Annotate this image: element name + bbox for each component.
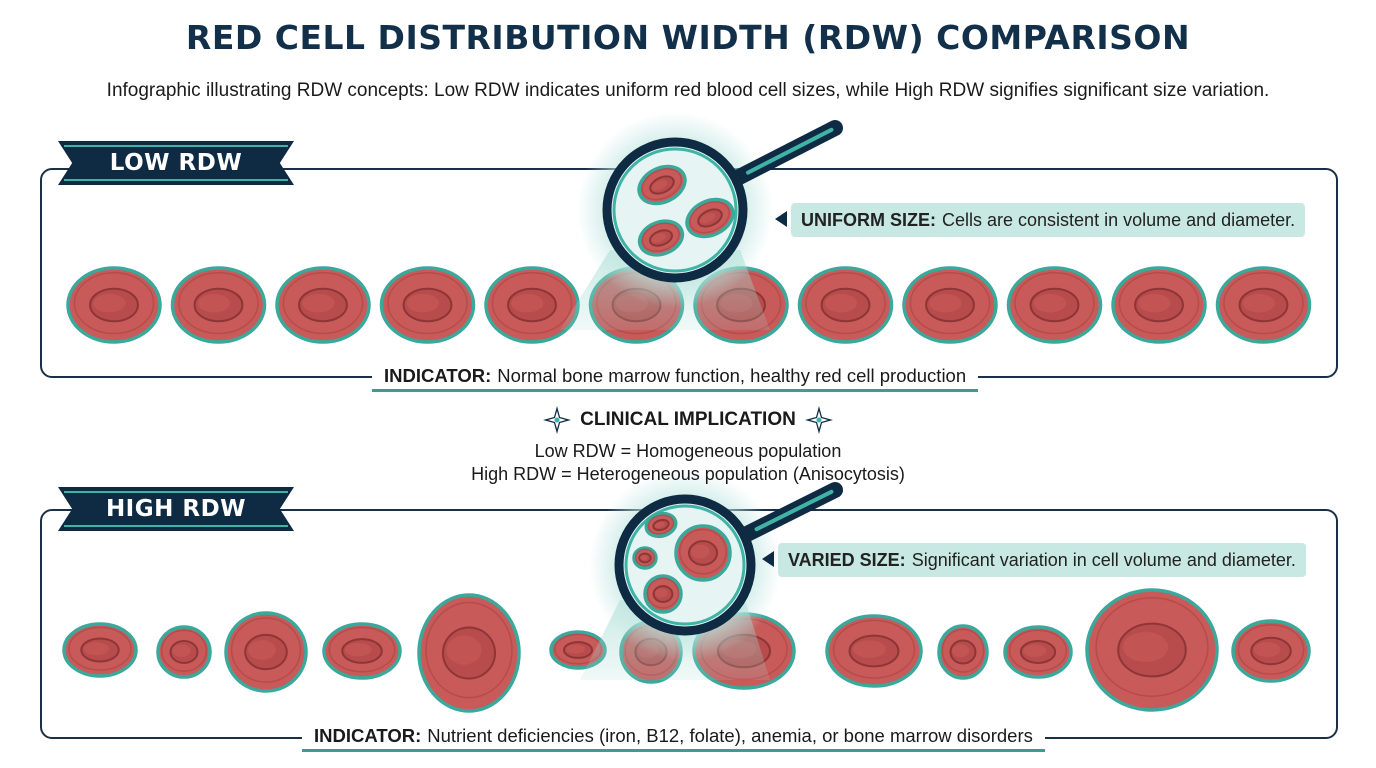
red-blood-cell-icon [674, 524, 732, 582]
red-blood-cell-icon [1231, 619, 1311, 683]
high-callout-text: Significant variation in cell volume and… [911, 549, 1296, 570]
magnifier-icon [560, 112, 843, 330]
magnifiers [560, 112, 843, 680]
red-blood-cell-icon [1003, 625, 1073, 679]
low-indicator: INDICATOR:Normal bone marrow function, h… [372, 363, 979, 392]
low-indicator-text: Normal bone marrow function, healthy red… [497, 365, 967, 386]
high-indicator-label: INDICATOR: [314, 725, 422, 746]
high-rdw-banner: HIGH RDW [58, 487, 294, 531]
red-blood-cell-icon [937, 624, 989, 680]
clinical-implication: CLINICAL IMPLICATION Low RDW = Homogeneo… [0, 405, 1376, 486]
low-rdw-banner-label: LOW RDW [64, 145, 288, 181]
red-blood-cell-icon [170, 266, 267, 344]
red-blood-cell-icon [322, 622, 402, 680]
red-blood-cell-icon [275, 266, 371, 344]
red-blood-cell-icon [1006, 266, 1103, 344]
low-rdw-banner: LOW RDW [58, 141, 294, 185]
red-blood-cell-icon [156, 625, 212, 679]
page-subtitle: Infographic illustrating RDW concepts: L… [106, 80, 1270, 101]
low-callout: UNIFORM SIZE: Cells are consistent in vo… [791, 203, 1306, 237]
clinical-heading-row: CLINICAL IMPLICATION [542, 405, 834, 435]
red-blood-cell-icon [825, 614, 923, 688]
clinical-line-low: Low RDW = Homogeneous population [534, 441, 842, 461]
low-callout-arrow-icon [775, 211, 787, 227]
red-blood-cell-icon [632, 546, 658, 570]
magnifier-icon [580, 469, 843, 680]
high-indicator: INDICATOR:Nutrient deficiencies (iron, B… [302, 723, 1045, 752]
red-blood-cell-icon [685, 197, 735, 239]
compass-star-icon [804, 406, 833, 434]
red-blood-cell-icon [637, 219, 685, 257]
clinical-heading: CLINICAL IMPLICATION [580, 409, 796, 430]
high-callout-label: VARIED SIZE: [788, 549, 906, 570]
clinical-line-high: High RDW = Heterogeneous population (Ani… [471, 464, 905, 484]
red-blood-cell-icon [66, 266, 162, 344]
red-blood-cell-icon [1111, 266, 1207, 344]
high-callout: VARIED SIZE: Significant variation in ce… [778, 543, 1306, 577]
red-blood-cell-icon [379, 266, 476, 344]
high-rdw-cells [62, 588, 1311, 713]
red-blood-cell-icon [797, 266, 894, 344]
page-title: RED CELL DISTRIBUTION WIDTH (RDW) COMPAR… [185, 18, 1191, 57]
compass-star-icon [543, 406, 572, 434]
red-blood-cell-icon [643, 574, 683, 614]
high-callout-arrow-icon [762, 551, 774, 567]
low-callout-text: Cells are consistent in volume and diame… [942, 209, 1296, 230]
low-callout-label: UNIFORM SIZE: [801, 209, 936, 230]
red-blood-cell-icon [224, 611, 308, 693]
red-blood-cell-icon [644, 511, 678, 539]
red-blood-cell-icon [549, 630, 607, 670]
red-blood-cell-icon [62, 622, 138, 678]
red-blood-cell-icon [1085, 588, 1219, 712]
red-blood-cell-icon [902, 266, 998, 344]
red-blood-cell-icon [1215, 266, 1312, 344]
red-blood-cell-icon [484, 266, 580, 344]
high-rdw-banner-label: HIGH RDW [64, 491, 288, 527]
red-blood-cell-icon [417, 593, 521, 713]
high-indicator-text: Nutrient deficiencies (iron, B12, folate… [427, 725, 1033, 746]
red-blood-cell-icon [637, 164, 687, 206]
low-indicator-label: INDICATOR: [384, 365, 492, 386]
